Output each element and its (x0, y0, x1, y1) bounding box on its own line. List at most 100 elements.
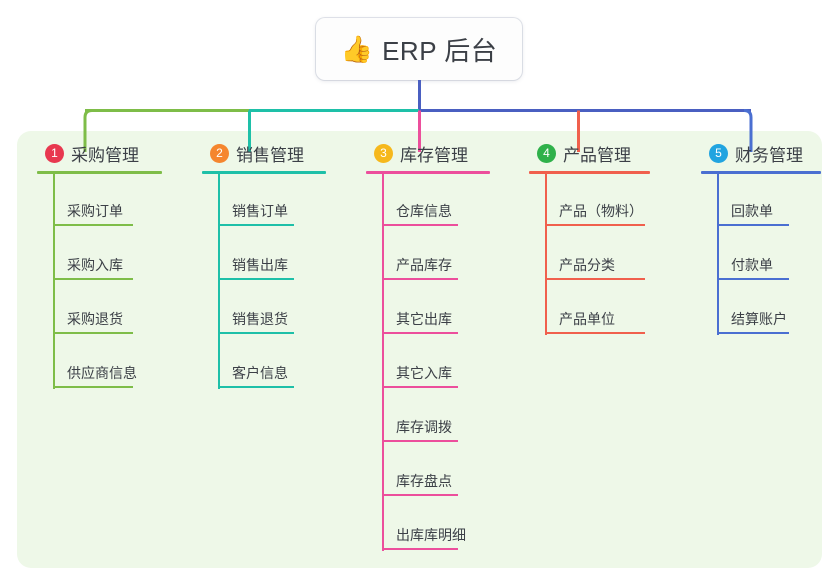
branch-underline (37, 171, 162, 174)
branch-item-underline (545, 278, 645, 280)
branch-item[interactable]: 库存调拨 (352, 390, 490, 444)
branch-badge-1: 1 (45, 143, 64, 163)
branch-title: 库存管理 (400, 145, 468, 165)
branch-item-list: 产品（物料） 产品分类产品单位 (515, 174, 650, 336)
branch-item[interactable]: 出库库明细 (352, 498, 490, 552)
branch-item-underline (717, 278, 789, 280)
branch-item-underline (382, 278, 458, 280)
branch-item[interactable]: 采购订单 (23, 174, 162, 228)
branch-item-label: 其它出库 (396, 311, 452, 327)
branch-item-underline (382, 494, 458, 496)
branch-item[interactable]: 库存盘点 (352, 444, 490, 498)
branch-item-underline (545, 224, 645, 226)
branch-item-underline (382, 224, 458, 226)
branch-item-label: 仓库信息 (396, 203, 452, 219)
branch-item-underline (53, 332, 133, 334)
branch-spine (53, 174, 55, 389)
branch-item-label: 采购入库 (67, 257, 123, 273)
branch-item-underline (53, 386, 133, 388)
branch-item-label: 销售订单 (232, 203, 288, 219)
branch-item-underline (382, 332, 458, 334)
branch-item-label: 供应商信息 (67, 365, 137, 381)
branch-item-label: 回款单 (731, 203, 773, 219)
root-node[interactable]: 👍 ERP 后台 (316, 18, 522, 80)
branch-item[interactable]: 其它出库 (352, 282, 490, 336)
branch-item[interactable]: 回款单 (687, 174, 821, 228)
branch-item[interactable]: 销售退货 (188, 282, 326, 336)
branch-item-label: 付款单 (731, 257, 773, 273)
branch-item-list: 回款单付款单结算账户 (687, 174, 821, 336)
branch-badge-4: 4 (537, 143, 556, 163)
branch-item-underline (382, 386, 458, 388)
branch-item-label: 出库库明细 (396, 527, 466, 543)
branch-item-label: 采购订单 (67, 203, 123, 219)
branch-item-underline (545, 332, 645, 334)
branch-header-4[interactable]: 4 产品管理 (515, 140, 650, 166)
branch-header-2[interactable]: 2 销售管理 (188, 140, 326, 166)
branch-item[interactable]: 产品库存 (352, 228, 490, 282)
branch-item[interactable]: 供应商信息 (23, 336, 162, 390)
branch-item-underline (382, 440, 458, 442)
branch-spine (218, 174, 220, 389)
branch-title: 财务管理 (735, 145, 803, 165)
branch-item-label: 其它入库 (396, 365, 452, 381)
branch-item-underline (717, 332, 789, 334)
branch-header-3[interactable]: 3 库存管理 (352, 140, 490, 166)
branch-item-underline (382, 548, 458, 550)
branch-underline (529, 171, 650, 174)
branch-item[interactable]: 采购退货 (23, 282, 162, 336)
branch-title: 产品管理 (563, 145, 631, 165)
branch-header-1[interactable]: 1 采购管理 (23, 140, 162, 166)
branch-item[interactable]: 客户信息 (188, 336, 326, 390)
branch-item[interactable]: 产品分类 (515, 228, 650, 282)
branch-item-label: 采购退货 (67, 311, 123, 327)
branch-item-label: 库存盘点 (396, 473, 452, 489)
branch-column-2: 2 销售管理销售订单销售出库销售退货客户信息 (188, 140, 326, 390)
branch-item-label: 库存调拨 (396, 419, 452, 435)
branch-item-underline (218, 278, 294, 280)
branch-item-underline (53, 278, 133, 280)
branch-spine (545, 174, 547, 335)
branch-underline (202, 171, 326, 174)
branch-underline (366, 171, 490, 174)
branch-item-label: 客户信息 (232, 365, 288, 381)
branch-item-underline (53, 224, 133, 226)
branch-item-label: 产品（物料） (559, 203, 643, 219)
branch-item-label: 销售出库 (232, 257, 288, 273)
branch-badge-2: 2 (210, 143, 229, 163)
branch-column-1: 1 采购管理采购订单采购入库采购退货供应商信息 (23, 140, 162, 390)
branch-title: 采购管理 (71, 145, 139, 165)
branch-item[interactable]: 付款单 (687, 228, 821, 282)
branch-item-underline (218, 224, 294, 226)
branch-item[interactable]: 其它入库 (352, 336, 490, 390)
branch-item[interactable]: 产品（物料） (515, 174, 650, 228)
branch-item-underline (218, 386, 294, 388)
branch-item-label: 产品单位 (559, 311, 615, 327)
branch-column-5: 5 财务管理回款单付款单结算账户 (687, 140, 821, 336)
branch-item-label: 销售退货 (232, 311, 288, 327)
branch-column-3: 3 库存管理仓库信息产品库存其它出库其它入库库存调拨库存盘点出库库明细 (352, 140, 490, 552)
thumbs-up-icon: 👍 (340, 34, 374, 64)
branch-item-underline (717, 224, 789, 226)
branch-badge-5: 5 (709, 143, 728, 163)
branch-underline (701, 171, 821, 174)
branch-item-label: 产品库存 (396, 257, 452, 273)
branch-spine (717, 174, 719, 335)
branch-item[interactable]: 仓库信息 (352, 174, 490, 228)
branch-item[interactable]: 采购入库 (23, 228, 162, 282)
branch-item[interactable]: 销售出库 (188, 228, 326, 282)
branch-item[interactable]: 产品单位 (515, 282, 650, 336)
branch-title: 销售管理 (236, 145, 304, 165)
branch-header-5[interactable]: 5 财务管理 (687, 140, 821, 166)
branch-badge-3: 3 (374, 143, 393, 163)
branch-item[interactable]: 结算账户 (687, 282, 821, 336)
branch-spine (382, 174, 384, 551)
branch-column-4: 4 产品管理产品（物料） 产品分类产品单位 (515, 140, 650, 336)
branch-item-list: 仓库信息产品库存其它出库其它入库库存调拨库存盘点出库库明细 (352, 174, 490, 552)
branch-item-list: 采购订单采购入库采购退货供应商信息 (23, 174, 162, 390)
root-node-label: ERP 后台 (382, 35, 498, 66)
branch-item-underline (218, 332, 294, 334)
branch-item-label: 结算账户 (731, 311, 787, 327)
branch-item[interactable]: 销售订单 (188, 174, 326, 228)
